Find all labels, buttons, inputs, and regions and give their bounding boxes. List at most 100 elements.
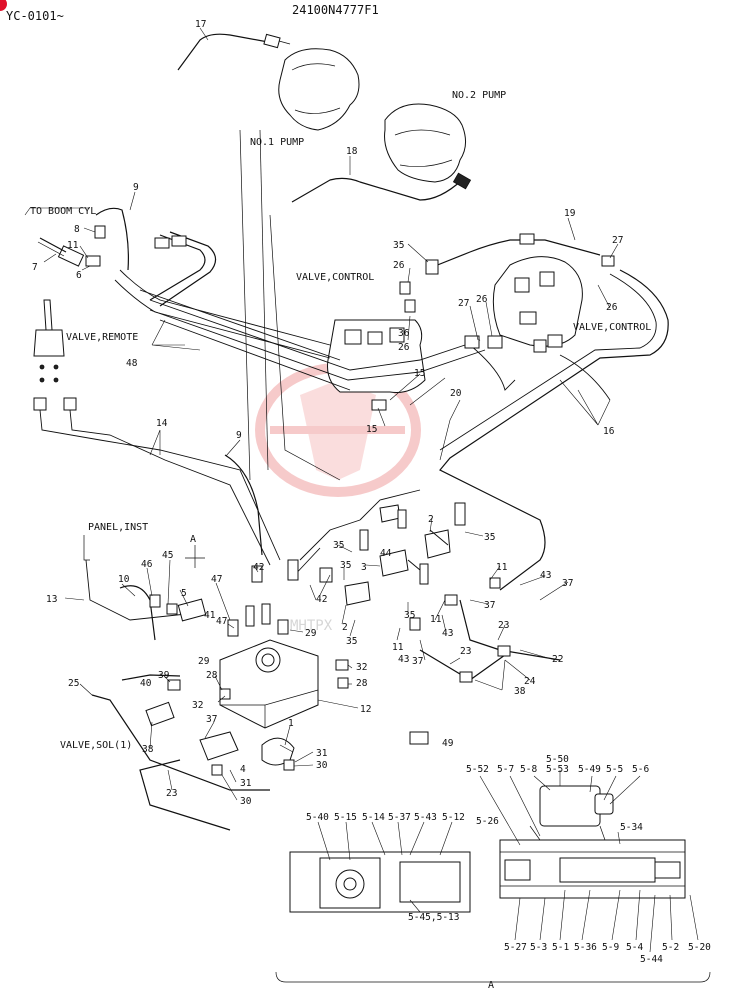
callout-20: 20 bbox=[450, 388, 462, 399]
detail-5-2: 5-2 bbox=[662, 942, 679, 953]
callout-26-center: 26 bbox=[476, 294, 488, 305]
callout-31-left: 31 bbox=[240, 778, 252, 789]
detail-5-3: 5-3 bbox=[530, 942, 547, 953]
leader-lines bbox=[24, 27, 619, 801]
label-view-a: A bbox=[190, 534, 196, 545]
detail-5-43: 5-43 bbox=[414, 812, 437, 823]
boom-cyl-rod bbox=[39, 237, 67, 253]
callout-30-left: 30 bbox=[240, 796, 252, 807]
detail-5-50: 5-50 bbox=[546, 754, 569, 765]
valve-control-left bbox=[327, 319, 426, 393]
upper-pipe-bundle bbox=[149, 231, 217, 307]
detail-5-12: 5-12 bbox=[442, 812, 465, 823]
part-49-box bbox=[409, 731, 429, 745]
pipe-network bbox=[39, 33, 669, 831]
callout-35-center: 35 bbox=[404, 610, 415, 621]
label-no1-pump: NO.1 PUMP bbox=[250, 137, 304, 148]
callout-11-right: 11 bbox=[496, 562, 508, 573]
callout-2-lower: 2 bbox=[342, 622, 348, 633]
callout-27-right: 27 bbox=[612, 235, 623, 246]
detail-view-solenoid-top bbox=[289, 851, 471, 913]
detail-5-7: 5-7 bbox=[497, 764, 514, 775]
detail-view-solenoid-side bbox=[499, 785, 686, 899]
detail-5-34: 5-34 bbox=[620, 822, 643, 833]
callout-37-right: 37 bbox=[562, 578, 573, 589]
serial-range: YC-0101~ bbox=[6, 9, 64, 23]
part-callouts: 17 18 19 9 9 8 11 7 6 35 26 27 27 26 26 … bbox=[32, 19, 623, 807]
callout-12: 12 bbox=[360, 704, 371, 715]
label-to-boom-cyl: TO BOOM CYL bbox=[30, 206, 96, 217]
no1-pump bbox=[278, 48, 360, 131]
callout-23-right: 23 bbox=[498, 620, 509, 631]
callout-8: 8 bbox=[74, 224, 80, 235]
callout-43-center: 43 bbox=[442, 628, 453, 639]
detail-5-52: 5-52 bbox=[466, 764, 489, 775]
valve-control-right bbox=[492, 256, 583, 347]
callout-16: 16 bbox=[603, 426, 615, 437]
callout-47-upper: 47 bbox=[211, 574, 222, 585]
callout-11-lower: 11 bbox=[392, 642, 404, 653]
callout-28-left: 28 bbox=[206, 670, 218, 681]
label-valve-control-right: VALVE,CONTROL bbox=[573, 322, 651, 333]
drawing-number: 24100N4777F1 bbox=[292, 3, 379, 17]
callout-32-right: 32 bbox=[356, 662, 367, 673]
callout-39: 39 bbox=[158, 670, 170, 681]
callout-35-mid: 35 bbox=[340, 560, 351, 571]
no2-pump bbox=[384, 103, 466, 183]
callout-42-right: 42 bbox=[316, 594, 327, 605]
callout-37-lower-left: 37 bbox=[206, 714, 217, 725]
detail-5-44: 5-44 bbox=[640, 954, 663, 965]
callout-35-right: 35 bbox=[484, 532, 495, 543]
callout-7: 7 bbox=[32, 262, 38, 273]
callout-44: 44 bbox=[380, 548, 392, 559]
callout-46: 46 bbox=[141, 559, 153, 570]
callout-18: 18 bbox=[346, 146, 358, 157]
detail-5-20: 5-20 bbox=[688, 942, 711, 953]
callout-28-right: 28 bbox=[356, 678, 368, 689]
solenoid-blocks bbox=[251, 502, 511, 683]
callout-43-lower: 43 bbox=[398, 654, 409, 665]
callout-26-left: 26 bbox=[398, 342, 410, 353]
detail-5-6: 5-6 bbox=[632, 764, 649, 775]
callout-19: 19 bbox=[564, 208, 576, 219]
detail-5-8: 5-8 bbox=[520, 764, 537, 775]
callout-11-left: 11 bbox=[67, 240, 79, 251]
detail-5-37: 5-37 bbox=[388, 812, 411, 823]
callout-10: 10 bbox=[118, 574, 130, 585]
callout-32-left: 32 bbox=[192, 700, 203, 711]
callout-38-left: 38 bbox=[142, 744, 154, 755]
callout-26-top: 26 bbox=[393, 260, 405, 271]
callout-14: 14 bbox=[156, 418, 168, 429]
callout-24: 24 bbox=[524, 676, 536, 687]
callout-26-right: 26 bbox=[606, 302, 618, 313]
callout-43-right: 43 bbox=[540, 570, 551, 581]
valve-remote-joystick bbox=[33, 299, 65, 383]
detail-5-4: 5-4 bbox=[626, 942, 643, 953]
label-valve-control-left: VALVE,CONTROL bbox=[296, 272, 374, 283]
callout-29-right: 29 bbox=[305, 628, 317, 639]
callout-29-left: 29 bbox=[198, 656, 210, 667]
component-labels: TO BOOM CYL NO.1 PUMP NO.2 PUMP VALVE,CO… bbox=[30, 90, 651, 991]
label-no2-pump: NO.2 PUMP bbox=[452, 90, 506, 101]
callout-9-upper: 9 bbox=[133, 182, 139, 193]
detail-5-9: 5-9 bbox=[602, 942, 619, 953]
watermark-text: MHTPX bbox=[290, 618, 333, 634]
callout-37-lower: 37 bbox=[412, 656, 423, 667]
label-view-a-bottom: A bbox=[488, 980, 494, 991]
callout-49: 49 bbox=[442, 738, 454, 749]
callout-42-left: 42 bbox=[253, 562, 264, 573]
callout-22: 22 bbox=[552, 654, 563, 665]
panel-bracket bbox=[83, 535, 90, 561]
callout-6: 6 bbox=[76, 270, 82, 281]
detail-5-5: 5-5 bbox=[606, 764, 623, 775]
callout-3: 3 bbox=[361, 562, 367, 573]
detail-5-45-5-13: 5-45,5-13 bbox=[408, 912, 459, 923]
callout-2-upper: 2 bbox=[428, 514, 434, 525]
callout-5: 5 bbox=[181, 588, 187, 599]
callout-25: 25 bbox=[68, 678, 79, 689]
callout-37-mid: 37 bbox=[484, 600, 495, 611]
view-a-arrow bbox=[185, 545, 205, 568]
label-panel-inst: PANEL,INST bbox=[88, 522, 148, 533]
label-valve-sol: VALVE,SOL(1) bbox=[60, 740, 132, 751]
